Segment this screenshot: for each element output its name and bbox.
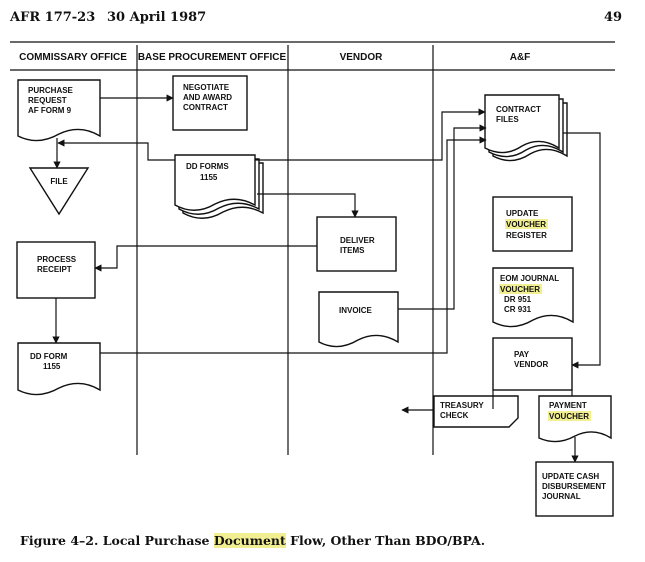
- deliver-items-box: DELIVER ITEMS: [316, 216, 397, 272]
- lane-title-procurement: BASE PROCUREMENT OFFICE: [138, 52, 287, 63]
- svg-text:REGISTER: REGISTER: [506, 231, 547, 240]
- svg-text:VENDOR: VENDOR: [514, 360, 548, 369]
- arrow-deliver-to-receipt: [94, 245, 317, 272]
- svg-text:PAY: PAY: [514, 350, 530, 359]
- svg-text:DR 951: DR 951: [504, 295, 532, 304]
- update-cash-disbursement-box: UPDATE CASH DISBURSEMENT JOURNAL: [535, 461, 614, 517]
- dd-forms-document-stack: DD FORMS 1155: [174, 154, 264, 219]
- arrow-contract-files-to-pay-vendor: [563, 132, 601, 369]
- svg-text:CHECK: CHECK: [440, 411, 469, 420]
- document-date: 30 April 1987: [107, 10, 207, 25]
- svg-text:DELIVER: DELIVER: [340, 236, 375, 245]
- document-id: AFR 177-23: [10, 10, 96, 25]
- svg-text:DISBURSEMENT: DISBURSEMENT: [542, 482, 606, 491]
- svg-text:EOM JOURNAL: EOM JOURNAL: [500, 274, 559, 283]
- purchase-request-document: PURCHASE REQUEST AF FORM 9: [17, 79, 101, 142]
- svg-text:REQUEST: REQUEST: [28, 96, 67, 105]
- svg-text:PURCHASE: PURCHASE: [28, 86, 74, 95]
- svg-text:DD FORM: DD FORM: [30, 352, 68, 361]
- svg-text:PAYMENT: PAYMENT: [549, 401, 587, 410]
- negotiate-contract-box: NEGOTIATE AND AWARD CONTRACT: [172, 75, 248, 131]
- svg-text:CR 931: CR 931: [504, 305, 532, 314]
- svg-text:INVOICE: INVOICE: [339, 306, 373, 315]
- svg-text:JOURNAL: JOURNAL: [542, 492, 581, 501]
- svg-text:ITEMS: ITEMS: [340, 246, 365, 255]
- svg-text:UPDATE CASH: UPDATE CASH: [542, 472, 599, 481]
- svg-text:FILES: FILES: [496, 115, 519, 124]
- arrow-invoice-to-contract-files: [398, 124, 487, 310]
- svg-text:TREASURY: TREASURY: [440, 401, 484, 410]
- arrow-ddform-to-contract-files: [100, 136, 487, 354]
- contract-files-document-stack: CONTRACT FILES: [484, 94, 568, 162]
- page-number: 49: [604, 10, 623, 25]
- eom-journal-voucher-document: EOM JOURNAL VOUCHER DR 951 CR 931: [492, 267, 574, 328]
- svg-text:VOUCHER: VOUCHER: [549, 412, 589, 421]
- caption-prefix: Figure 4–2. Local Purchase: [20, 533, 214, 548]
- svg-text:AND AWARD: AND AWARD: [183, 93, 232, 102]
- svg-text:1155: 1155: [200, 173, 218, 182]
- svg-text:VOUCHER: VOUCHER: [500, 285, 540, 294]
- lane-title-vendor: VENDOR: [340, 52, 384, 63]
- figure-caption: Figure 4–2. Local Purchase Document Flow…: [20, 533, 485, 548]
- svg-text:AF FORM 9: AF FORM 9: [28, 106, 72, 115]
- svg-text:CONTRACT: CONTRACT: [183, 103, 228, 112]
- caption-highlight: Document: [213, 533, 286, 548]
- svg-text:UPDATE: UPDATE: [506, 209, 539, 218]
- caption-suffix: Flow, Other Than BDO/BPA.: [285, 533, 486, 548]
- svg-text:FILE: FILE: [50, 177, 68, 186]
- svg-text:CONTRACT: CONTRACT: [496, 105, 541, 114]
- svg-text:NEGOTIATE: NEGOTIATE: [183, 83, 230, 92]
- arrow-ddforms-to-deliver: [257, 193, 359, 218]
- dd-form-1155-document: DD FORM 1155: [17, 342, 101, 396]
- svg-text:DD FORMS: DD FORMS: [186, 162, 229, 171]
- pay-vendor-box: PAY VENDOR: [492, 337, 573, 391]
- svg-text:1155: 1155: [43, 362, 61, 371]
- lane-title-commissary: COMMISSARY OFFICE: [19, 52, 127, 63]
- treasury-check-box: TREASURY CHECK: [433, 395, 519, 428]
- payment-voucher-document: PAYMENT VOUCHER: [538, 395, 612, 443]
- lane-title-af: A&F: [510, 52, 531, 63]
- svg-text:PROCESS: PROCESS: [37, 255, 77, 264]
- invoice-document: INVOICE: [318, 291, 399, 348]
- arrow-ddforms-to-file: [57, 139, 175, 161]
- svg-text:RECEIPT: RECEIPT: [37, 265, 72, 274]
- update-voucher-register-box: UPDATE VOUCHER REGISTER: [492, 196, 573, 252]
- svg-text:VOUCHER: VOUCHER: [506, 220, 546, 229]
- process-receipt-box: PROCESS RECEIPT: [16, 241, 96, 299]
- arrow-ddforms-to-contract-files: [255, 108, 486, 161]
- file-triangle: FILE: [28, 167, 90, 216]
